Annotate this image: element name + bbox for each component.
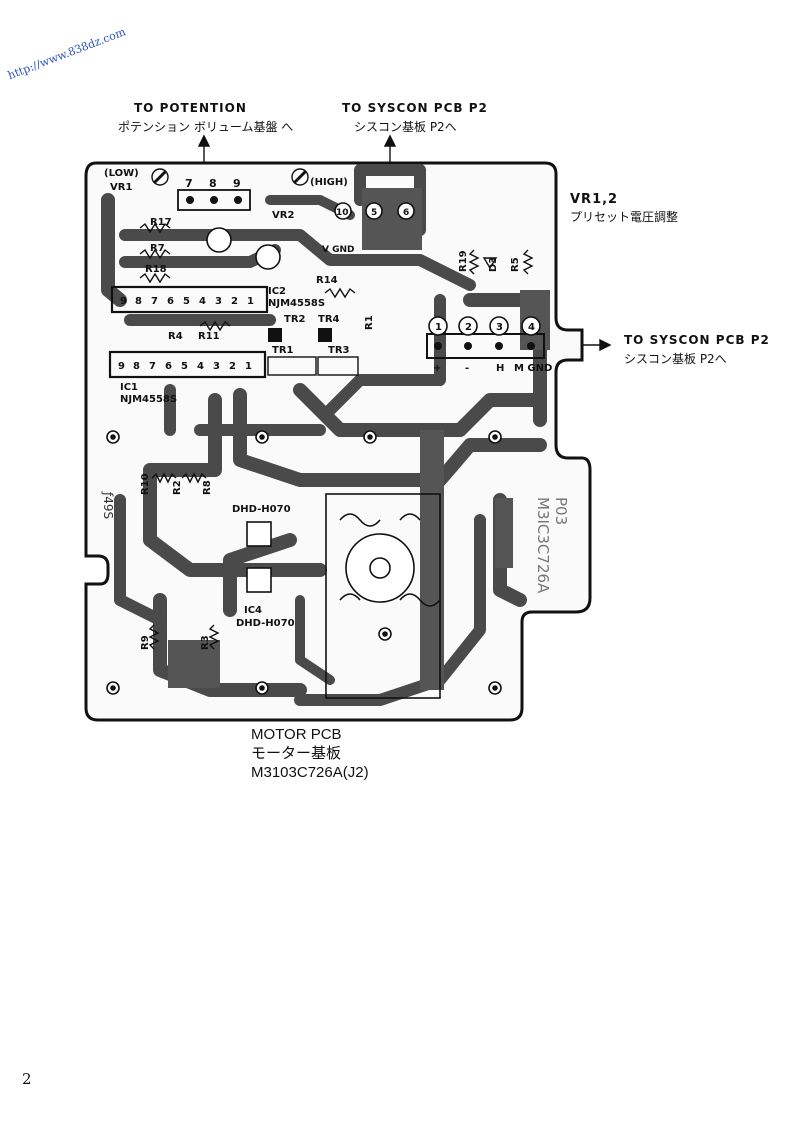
svg-text:7: 7 <box>151 296 158 307</box>
r5-label: R5 <box>510 257 521 272</box>
conn-10: 10 <box>336 208 349 218</box>
conn-6: 6 <box>403 208 409 218</box>
svg-text:H: H <box>496 363 504 374</box>
svg-text:2: 2 <box>231 296 238 307</box>
vr2-label: VR2 <box>272 210 294 221</box>
pin-7: 7 <box>185 177 193 190</box>
tr2-label: TR2 <box>284 314 306 325</box>
ic2-part: NJM4558S <box>268 298 325 309</box>
potention-label: TO POTENTION <box>134 101 247 115</box>
pin-8: 8 <box>209 177 217 190</box>
right-connector <box>426 333 545 359</box>
side-right-label-1: P03 <box>552 497 570 525</box>
r3-label: R3 <box>200 635 211 650</box>
r4-label: R4 <box>168 331 183 342</box>
svg-text:7: 7 <box>149 361 156 372</box>
vgnd-label: V GND <box>322 245 355 255</box>
transistor-pads <box>268 328 332 342</box>
svg-text:M GND: M GND <box>514 363 552 374</box>
syscon-top-label: TO SYSCON PCB P2 <box>342 101 488 115</box>
r8-label: R8 <box>202 480 213 495</box>
vr-label: VR1,2 <box>570 192 619 207</box>
caption-line3: M3103C726A(J2) <box>251 764 369 781</box>
pot-connector <box>177 189 251 211</box>
motor <box>325 493 441 699</box>
svg-text:-: - <box>465 363 469 374</box>
low-label: (LOW) <box>104 168 139 179</box>
svg-text:4: 4 <box>197 361 204 372</box>
r1-label: R1 <box>364 315 375 330</box>
dhd-sensors <box>246 521 272 593</box>
svg-text:6: 6 <box>165 361 172 372</box>
svg-text:9: 9 <box>118 361 125 372</box>
svg-text:6: 6 <box>167 296 174 307</box>
motor-pcb-diagram: 9 8 7 6 5 4 3 2 1 9 8 7 6 5 4 3 2 1 7 8 … <box>84 134 612 722</box>
ic2-pins: 9 8 7 6 5 4 3 2 1 <box>120 296 254 307</box>
svg-text:8: 8 <box>133 361 140 372</box>
vr1-label: VR1 <box>110 182 132 193</box>
pin-9: 9 <box>233 177 241 190</box>
caption-line2: モーター基板 <box>251 745 342 762</box>
ic1-part: NJM4558S <box>120 394 177 405</box>
r19-label: R19 <box>458 250 469 272</box>
syscon-top-label-jp: シスコン基板 P2へ <box>354 120 457 134</box>
svg-text:5: 5 <box>183 296 190 307</box>
syscon-right-label: TO SYSCON PCB P2 <box>624 333 770 347</box>
ic4-label: IC4 <box>244 605 262 616</box>
svg-text:2: 2 <box>229 361 236 372</box>
potention-label-jp: ポテンション ボリューム基盤 へ <box>118 120 294 134</box>
high-label: (HIGH) <box>310 177 348 188</box>
svg-text:1: 1 <box>435 322 442 333</box>
svg-text:4: 4 <box>528 322 535 333</box>
r10-label: R10 <box>140 473 151 495</box>
conn-5: 5 <box>371 208 377 218</box>
svg-text:3: 3 <box>496 322 503 333</box>
dhd-bottom-label: DHD-H070 <box>236 618 295 629</box>
resistors <box>139 222 534 650</box>
svg-text:5: 5 <box>181 361 188 372</box>
dhd-top-label: DHD-H070 <box>232 504 291 515</box>
syscon-top-connector <box>334 202 415 220</box>
r14-label: R14 <box>316 275 338 286</box>
svg-text:3: 3 <box>215 296 222 307</box>
r17-label: R17 <box>150 217 172 228</box>
svg-text:1: 1 <box>247 296 254 307</box>
syscon-right-label-jp: シスコン基板 P2へ <box>624 352 727 366</box>
caption-line1: MOTOR PCB <box>251 726 342 743</box>
svg-text:9: 9 <box>120 296 127 307</box>
tr1-label: TR1 <box>272 345 294 356</box>
d3-label: D3 <box>488 257 499 272</box>
ic1-label: IC1 <box>120 382 138 393</box>
ic2-label: IC2 <box>268 286 286 297</box>
vr-label-jp: プリセット電圧調整 <box>570 210 679 224</box>
svg-text:2: 2 <box>465 322 472 333</box>
r7-label: R7 <box>150 243 165 254</box>
r11-label: R11 <box>198 331 220 342</box>
pot-connector-pins <box>186 196 242 204</box>
diode-d3 <box>482 257 498 270</box>
tr3-label: TR3 <box>328 345 350 356</box>
tr4-label: TR4 <box>318 314 340 325</box>
ic1-outline <box>108 350 267 379</box>
ic1-pins: 9 8 7 6 5 4 3 2 1 <box>118 361 252 372</box>
r2-label: R2 <box>172 480 183 495</box>
svg-text:3: 3 <box>213 361 220 372</box>
svg-text:+: + <box>433 363 441 374</box>
svg-text:8: 8 <box>135 296 142 307</box>
ic2-outline <box>110 285 269 314</box>
mounting-holes <box>106 430 502 695</box>
side-right-label-2: M3IC3C726A <box>534 497 552 594</box>
svg-text:4: 4 <box>199 296 206 307</box>
page-number: 2 <box>22 1070 32 1088</box>
svg-text:1: 1 <box>245 361 252 372</box>
r9-label: R9 <box>140 635 151 650</box>
round-components <box>206 227 281 270</box>
r18-label: R18 <box>145 264 167 275</box>
side-left-label: ƒ49S <box>101 491 115 519</box>
